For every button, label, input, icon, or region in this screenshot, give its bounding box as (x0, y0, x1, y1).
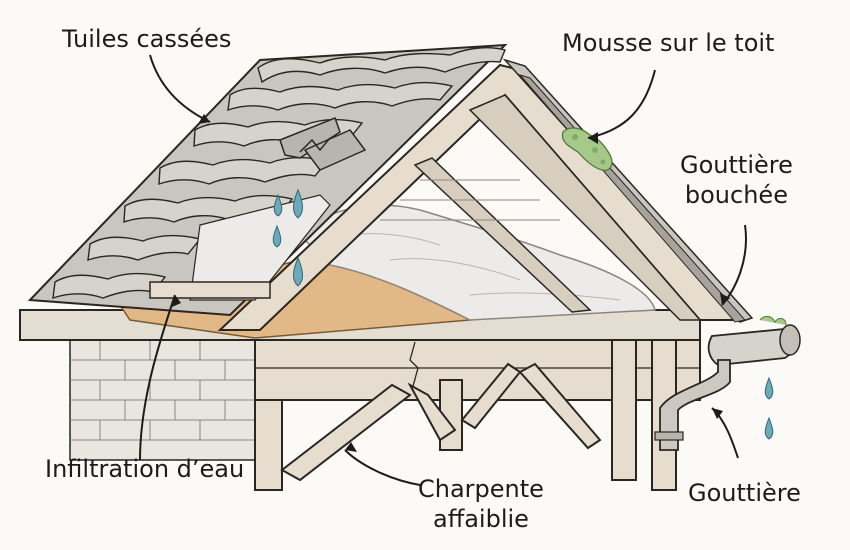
label-clogged-gutter-line2: bouchée (684, 181, 788, 209)
label-weakened-frame: Charpente affaiblie (418, 474, 544, 534)
label-clogged-gutter: Gouttière bouchée (680, 150, 793, 210)
label-weakened-frame-line2: affaiblie (432, 505, 529, 533)
callout-line-broken-tiles (149, 54, 211, 123)
gutter (654, 315, 801, 451)
brick-wall (69, 339, 261, 461)
callout-line-moss (587, 69, 656, 139)
broken-tiles (279, 117, 367, 171)
label-broken-tiles: Tuiles cassées (62, 25, 232, 53)
moss-patch (561, 127, 613, 171)
label-gutter: Gouttière (688, 479, 801, 507)
label-clogged-gutter-line1: Gouttière (680, 151, 793, 179)
label-weakened-frame-line1: Charpente (418, 475, 544, 503)
callout-line-water (139, 294, 176, 461)
callout-line-frame (344, 449, 421, 486)
roof-structure (217, 63, 743, 331)
label-roof-moss: Mousse sur le toit (562, 29, 775, 57)
water-drops (272, 188, 774, 440)
timber-frame (254, 339, 677, 491)
label-water-infiltration: Infiltration d’eau (45, 455, 245, 483)
callout-arrowheads (172, 114, 730, 452)
